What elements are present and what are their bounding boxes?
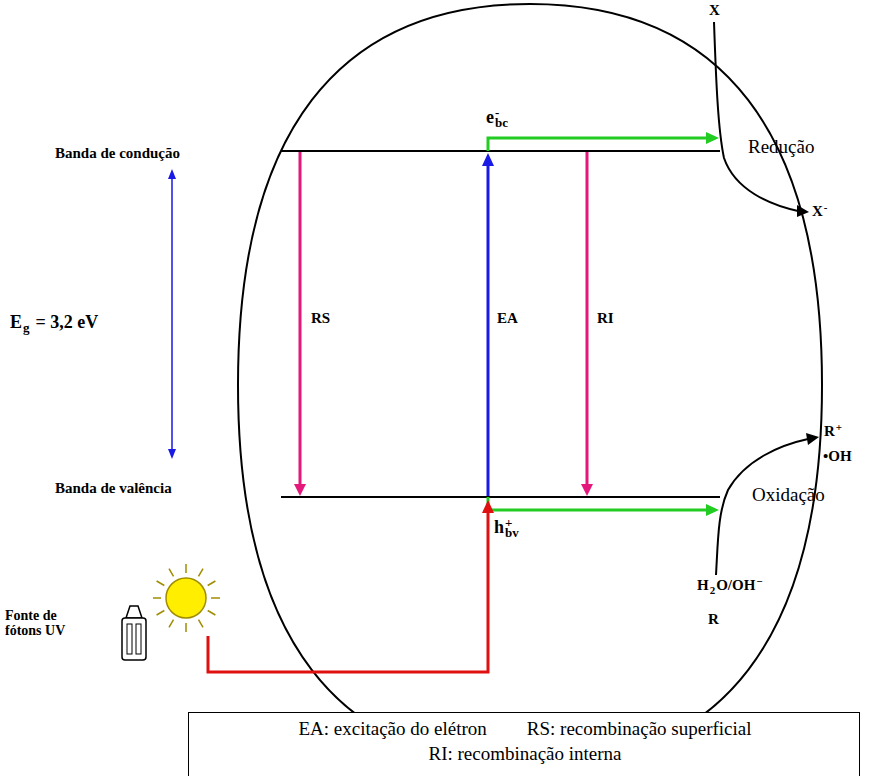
band-label: Banda de condução — [55, 146, 180, 161]
band-gap-label: E — [10, 313, 22, 331]
band-gap-label: g — [23, 321, 30, 334]
species-label: R — [824, 424, 835, 439]
sun-ray — [199, 569, 204, 577]
process-label: Redução — [748, 137, 814, 156]
arrowhead — [482, 500, 494, 513]
carrier-label: h — [494, 518, 504, 536]
band-label: Banda de valência — [55, 481, 172, 496]
band-gap-label: = 3,2 eV — [36, 313, 99, 331]
lamp-body — [122, 618, 146, 660]
sun-ray — [157, 611, 165, 616]
species-label: •OH — [823, 449, 852, 464]
carrier-label: bv — [505, 526, 519, 539]
lamp-tube — [136, 624, 141, 654]
arrowhead — [581, 484, 593, 496]
sun-ray — [208, 581, 216, 586]
valence-band-line — [281, 496, 720, 498]
hole-migration-arrow — [488, 497, 707, 510]
species-label: H — [697, 578, 709, 593]
lamp-cap — [126, 606, 142, 618]
band-gap-arrow — [171, 178, 173, 450]
legend-entry: RI: recombinação interna — [428, 744, 621, 765]
sun-rays — [153, 564, 220, 632]
arrowhead — [706, 132, 719, 144]
sun-ray — [153, 597, 161, 599]
band-gap-arrowhead — [168, 449, 176, 459]
process-label: Oxidação — [752, 485, 825, 504]
arrowhead — [797, 205, 809, 217]
arrow-label: EA — [497, 311, 518, 326]
sun — [166, 578, 206, 618]
species-label: X — [709, 3, 720, 18]
internal-recombination-arrow — [586, 152, 589, 485]
arrow-label: RS — [311, 311, 330, 326]
conduction-band-line — [281, 150, 720, 152]
arrowhead — [706, 504, 719, 516]
arrowhead — [294, 484, 306, 496]
sun-ray — [169, 569, 174, 577]
species-label: − — [756, 576, 762, 587]
species-label: + — [836, 422, 842, 433]
source-label: Fonte de fótons UV — [5, 608, 83, 639]
arrowhead — [482, 153, 494, 166]
sun-ray — [157, 581, 165, 586]
sun-ray — [185, 623, 187, 632]
lamp-tube — [127, 624, 132, 654]
arrowhead — [806, 433, 819, 445]
electron-migration-arrow — [488, 138, 707, 151]
excitation-arrow — [487, 165, 490, 496]
arrow-label: RI — [597, 311, 614, 326]
species-label: - — [824, 202, 828, 213]
legend-entry: EA: excitação do elétron — [298, 719, 486, 740]
species-label: 2 — [710, 585, 716, 596]
legend-entry: RS: recombinação superficial — [527, 719, 752, 740]
species-label: X — [812, 204, 823, 219]
sun-ray — [169, 620, 174, 628]
surface-recombination-arrow — [299, 152, 302, 485]
band-gap-arrowhead — [168, 169, 176, 179]
species-label: R — [708, 612, 719, 627]
carrier-label: e — [486, 108, 494, 126]
photon-path — [208, 512, 488, 672]
species-label: O/OH — [716, 578, 755, 593]
sun-ray — [199, 620, 204, 628]
sun-ray — [208, 611, 216, 616]
particle-circle — [238, 4, 822, 766]
sun-ray — [211, 597, 220, 599]
oxidation-path — [716, 439, 808, 575]
carrier-label: bc — [495, 116, 508, 129]
legend-box: EA: excitação do elétron RS: recombinação… — [188, 712, 860, 776]
sun-ray — [185, 564, 187, 573]
reduction-path — [714, 22, 798, 211]
